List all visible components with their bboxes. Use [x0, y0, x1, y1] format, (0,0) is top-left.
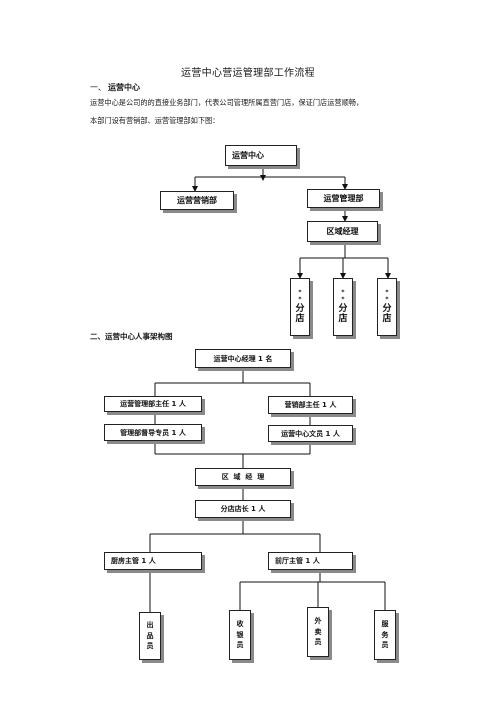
store-label-char: 分 — [382, 303, 392, 314]
box-dispatch-staff: 出 品 员 — [139, 612, 161, 660]
box-marketing-department: 运营营销部 — [160, 191, 234, 210]
store-mark: * — [385, 288, 389, 296]
box-kitchen-supervisor: 厨房主管 1 人 — [104, 552, 202, 570]
staff-label-char: 员 — [146, 642, 154, 651]
page-title: 运营中心营运管理部工作流程 — [181, 68, 315, 79]
staff-label-char: 收 — [236, 620, 244, 629]
store-mark: * — [385, 295, 389, 303]
store-label-char: 店 — [338, 313, 348, 324]
staff-label-char: 品 — [146, 631, 154, 640]
box-front-hall-supervisor: 前厅主管 1 人 — [268, 552, 353, 570]
staff-label-char: 银 — [236, 630, 244, 639]
store-label-char: 店 — [382, 313, 392, 324]
staff-label-char: 员 — [314, 638, 322, 647]
box-area-manager-2: 区 域 经 理 — [195, 468, 291, 486]
staff-label-char: 务 — [381, 630, 389, 639]
section1-number: 一、 — [90, 83, 106, 92]
box-center-manager: 运营中心经理 1 名 — [195, 349, 291, 368]
box-area-manager: 区域经理 — [307, 221, 378, 242]
staff-label-char: 卖 — [314, 627, 322, 636]
staff-label-char: 服 — [381, 620, 389, 629]
section1-heading: 运营中心 — [108, 82, 140, 92]
staff-label-char: 员 — [236, 641, 244, 650]
store-mark: * — [298, 288, 302, 296]
store-mark: * — [298, 295, 302, 303]
section2-heading: 二、运营中心人事架构图 — [90, 332, 173, 341]
section1-paragraph-line2: 本部门设有营销部、运营管理部如下图： — [90, 116, 220, 125]
box-store-manager: 分店店长 1 人 — [195, 500, 291, 518]
box-operations-center: 运营中心 — [225, 145, 297, 166]
staff-label-char: 员 — [381, 641, 389, 650]
box-branch-store-2: * * 分 店 — [333, 278, 353, 336]
box-management-department: 运营管理部 — [307, 189, 380, 208]
box-ops-management-director: 运营管理部主任 1 人 — [104, 396, 202, 412]
box-supervision-specialist: 管理部督导专员 1 人 — [104, 424, 202, 441]
store-label-char: 分 — [338, 303, 348, 314]
store-mark: * — [341, 288, 345, 296]
box-branch-store-3: * * 分 店 — [377, 278, 397, 336]
box-service-staff: 服 务 员 — [374, 610, 396, 660]
staff-label-char: 出 — [146, 621, 154, 630]
store-label-char: 分 — [295, 303, 305, 314]
box-center-clerk: 运营中心文员 1 人 — [268, 425, 353, 442]
box-branch-store-1: * * 分 店 — [290, 278, 310, 336]
box-delivery-staff: 外 卖 员 — [307, 607, 329, 657]
box-cashier: 收 银 员 — [229, 610, 251, 660]
store-mark: * — [341, 295, 345, 303]
staff-label-char: 外 — [314, 617, 322, 626]
box-marketing-director: 营销部主任 1 人 — [268, 396, 353, 414]
section1-paragraph-line1: 运营中心是公司的的直接业务部门，代表公司管理所属直营门店，保证门店运营顺畅， — [90, 98, 364, 107]
store-label-char: 店 — [295, 313, 305, 324]
